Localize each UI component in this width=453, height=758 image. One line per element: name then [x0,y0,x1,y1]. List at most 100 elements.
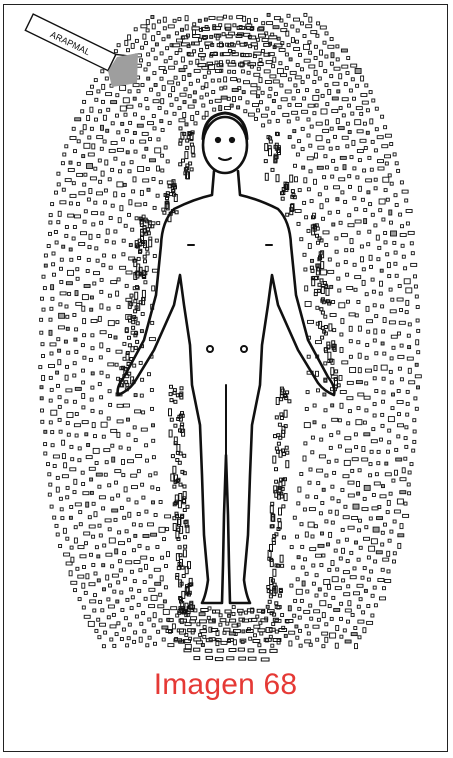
aura-dot [355,220,361,223]
aura-dot [228,50,231,53]
aura-dot [390,221,393,224]
aura-dot [261,50,264,53]
aura-dot [398,367,401,370]
aura-dot [100,623,106,626]
aura-dot [306,391,309,394]
aura-dash [184,649,191,652]
aura-dot [321,311,324,314]
aura-dot [92,535,95,538]
aura-dot [270,506,273,513]
aura-dot [144,68,147,71]
aura-dot [127,498,130,501]
aura-dot [368,156,371,159]
aura-dot [268,600,271,603]
aura-dot [345,249,348,252]
aura-dot [185,123,188,126]
aura-dash [254,52,261,55]
aura-dot [365,293,368,296]
aura-dot [100,396,103,399]
aura-dot [320,601,326,606]
aura-dot [59,545,62,548]
aura-dot [178,546,181,549]
aura-dot [334,609,340,612]
aura-dot [274,92,277,95]
aura-dot [114,157,117,160]
aura-dot [194,609,197,612]
aura-dot [371,440,377,443]
aura-dot [380,269,383,272]
aura-dot [49,483,52,486]
aura-dot [331,404,334,407]
aura-dot [280,417,283,420]
aura-dot [136,455,142,458]
aura-dot [337,431,340,434]
aura-dash [239,657,246,660]
aura-dot [209,100,212,103]
aura-dot [271,514,274,521]
aura-dot [320,26,326,29]
aura-dot [382,330,385,333]
aura-dot [77,162,80,165]
aura-dot [60,292,66,295]
aura-dot [325,32,328,35]
aura-dot [261,91,264,94]
aura-dot [101,422,107,427]
aura-dot [159,67,165,70]
aura-dot [301,22,304,25]
aura-dot [336,146,339,149]
aura-dot [126,298,132,301]
aura-dot [347,620,350,623]
aura-dot [57,221,60,224]
aura-dot [279,62,282,65]
aura-dot [329,324,332,331]
aura-dot [96,259,99,262]
aura-dot [202,104,205,107]
aura-dot [98,524,101,527]
aura-dot [65,305,68,308]
aura-dot [304,44,310,49]
aura-dot [301,148,304,151]
aura-dot [123,516,126,519]
aura-dot [332,223,335,226]
aura-dot [351,469,354,472]
aura-dot [93,609,96,612]
aura-dot [94,272,100,275]
aura-dot [328,352,331,359]
aura-dot [95,546,98,549]
aura-dot [191,617,197,620]
aura-dot [344,460,350,465]
aura-dot [97,555,100,558]
aura-dot [127,418,130,421]
aura-dot [249,619,252,622]
aura-dot [329,532,332,537]
aura-dot [57,384,60,387]
aura-dot [165,565,168,568]
aura-dot [168,121,171,124]
aura-dot [288,606,291,611]
aura-dot [406,402,409,405]
aura-dot [144,260,147,263]
aura-dash [268,610,275,613]
aura-dot [364,485,370,490]
aura-dot [60,258,63,261]
aura-dot [367,621,373,624]
aura-dot [244,110,247,113]
aura-dot [173,524,176,531]
aura-dot [58,326,64,329]
aura-dot [375,390,378,393]
aura-dot [83,125,86,130]
aura-dot [91,347,94,350]
aura-dot [328,45,334,48]
aura-dot [64,340,67,343]
aura-dot [380,438,383,441]
aura-dot [60,201,66,204]
aura-illustration: ARAPMAL [4,5,449,753]
aura-dot [358,393,364,396]
aura-dot [90,398,93,401]
aura-dot [270,525,273,528]
aura-dot [391,407,394,410]
aura-dot [84,210,87,213]
aura-dot [370,119,373,124]
aura-dot [260,101,263,104]
aura-dot [331,53,334,58]
